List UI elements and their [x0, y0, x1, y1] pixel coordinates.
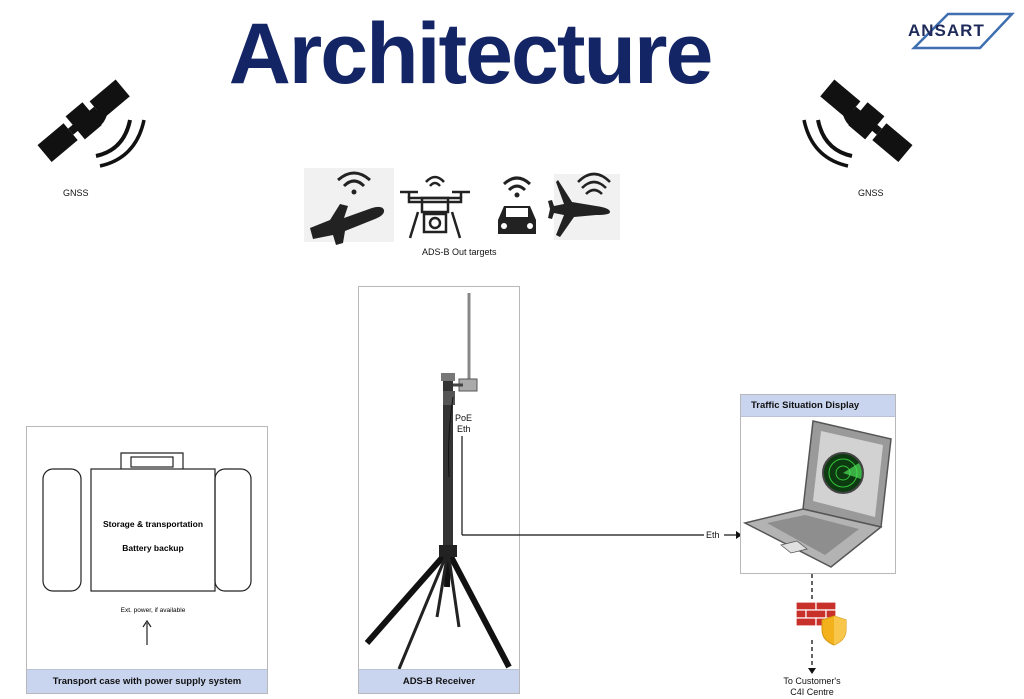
case-battery-label: Battery backup [122, 543, 184, 553]
page-title: Architecture [228, 6, 714, 102]
case-power-note: Ext. power, if available [120, 607, 186, 614]
transport-case-title: Transport case with power supply system [27, 669, 267, 693]
satellite-icon [802, 79, 913, 168]
ansart-logo: ANSART [904, 12, 1015, 50]
satellite-right [802, 70, 922, 180]
poe-label: PoE [455, 413, 473, 423]
receiver-eth-label: Eth [457, 424, 471, 434]
gnss-label-left: GNSS [63, 188, 89, 198]
logo-text: ANSART [908, 21, 985, 40]
case-storage-label: Storage & transportation [102, 519, 204, 529]
display-title: Traffic Situation Display [741, 395, 895, 417]
gnss-label-right: GNSS [858, 188, 884, 198]
satellite-icon [37, 79, 146, 168]
suitcase-outline-icon [42, 452, 252, 645]
drone-camera-icon [396, 175, 474, 242]
car-wifi-icon [492, 176, 542, 240]
laptop-radar-icon [742, 420, 892, 568]
targets-strip [304, 168, 620, 245]
receiver-panel: PoE Eth ADS-B Receiver [358, 286, 520, 694]
uav-wifi-icon [548, 172, 620, 240]
customer-label-line2: C4I Centre [790, 687, 834, 697]
targets-label: ADS-B Out targets [422, 247, 497, 257]
firewall-shield-icon [794, 600, 850, 646]
logo-parallelogram-icon [910, 12, 1015, 50]
display-eth-label: Eth [706, 530, 720, 540]
satellite-left [28, 70, 146, 180]
transport-case-panel: Storage & transportation Battery backup … [26, 426, 268, 694]
tripod-antenna-icon [364, 293, 512, 670]
receiver-title: ADS-B Receiver [359, 669, 519, 693]
display-panel: Traffic Situation Display [740, 394, 896, 574]
airplane-wifi-icon [304, 168, 394, 245]
customer-label-line1: To Customer's [783, 676, 841, 686]
